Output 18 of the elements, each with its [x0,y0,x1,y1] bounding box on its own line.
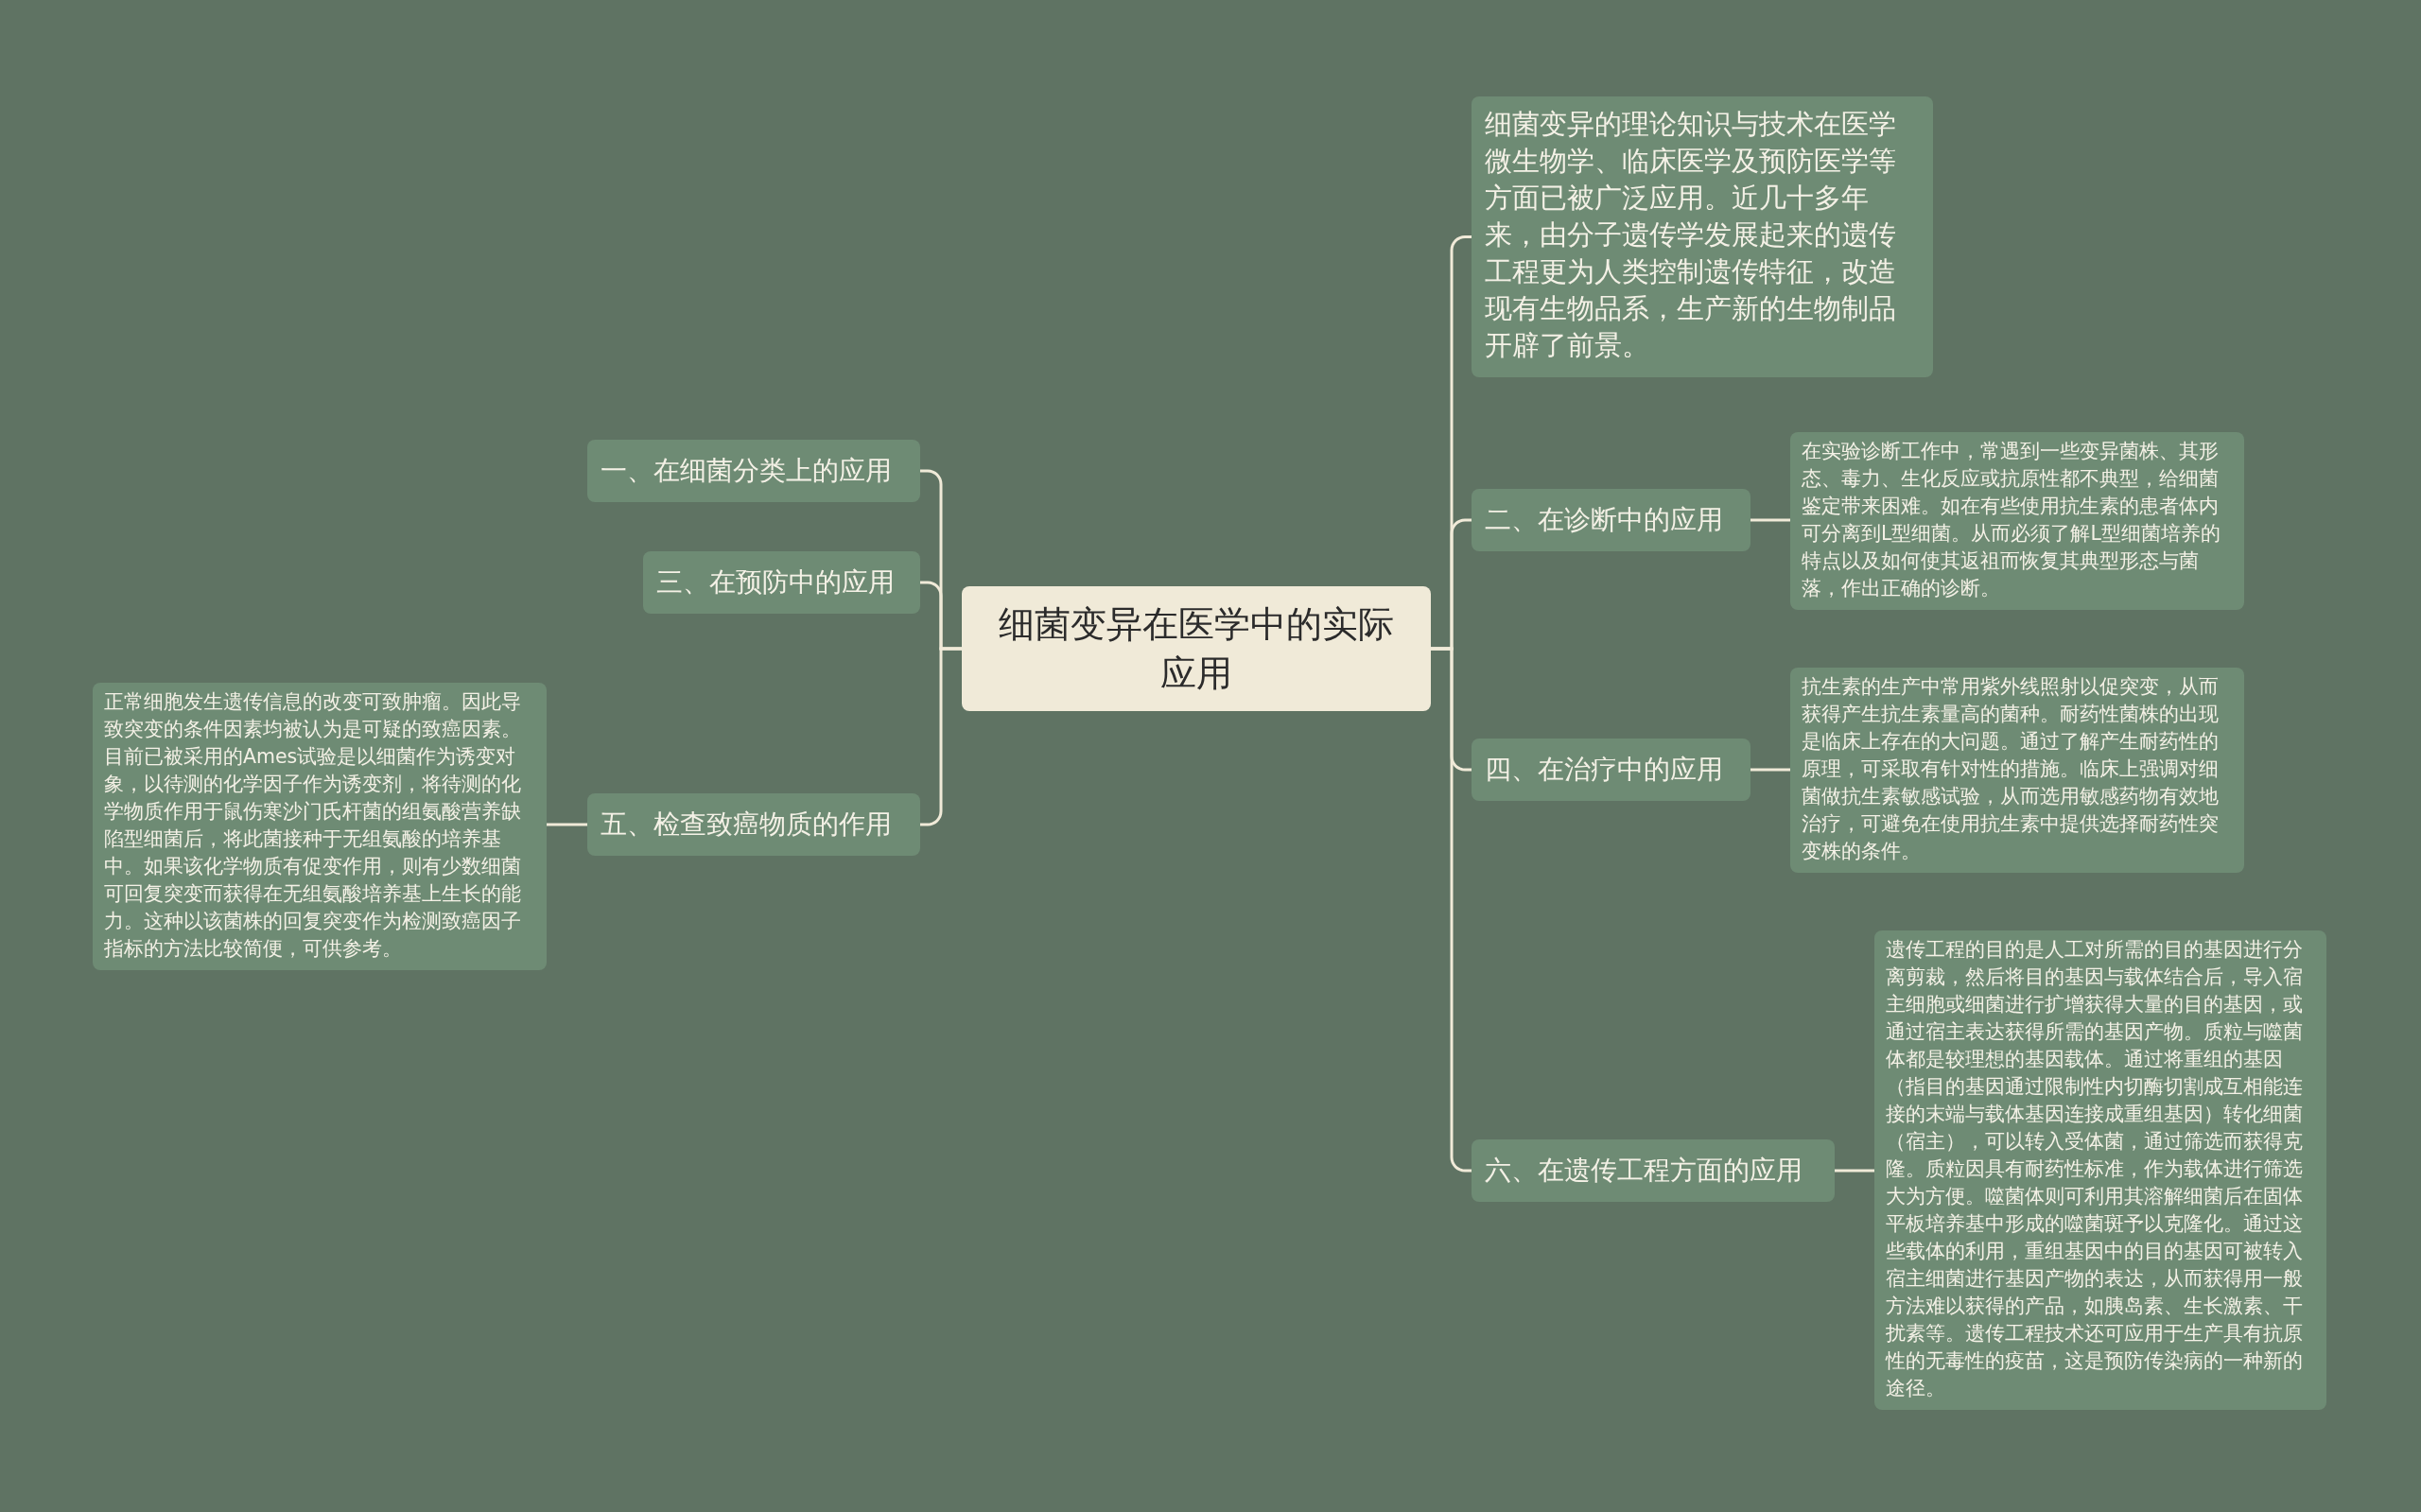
branch-topic: 一、在细菌分类上的应用 [587,440,920,502]
branch-topic: 六、在遗传工程方面的应用 [1472,1139,1835,1202]
branch-topic: 四、在治疗中的应用 [1472,739,1750,801]
note-card: 在实验诊断工作中，常遇到一些变异菌株、其形态、毒力、生化反应或抗原性都不典型，给细菌鉴定带来困难。如在有些使用抗生素的患者体内可分离到L型细菌。从而必须了解L型细菌培养的特点以及如何使其返祖而恢复其典型形态与菌落，作出正确的诊断。 [1790,432,2244,610]
branch-topic: 三、在预防中的应用 [643,551,920,614]
note-card: 正常细胞发生遗传信息的改变可致肿瘤。因此导致突变的条件因素均被认为是可疑的致癌因素。目前已被采用的Ames试验是以细菌作为诱变对象，以待测的化学因子作为诱变剂，将待测的化学物质作用于鼠伤寒沙门氏杆菌的组氨酸营养缺陷型细菌后，将此菌接种于无组氨酸的培养基中。如果该化学物质有促变作用，则有少数细菌可回复突变而获得在无组氨酸培养基上生长的能力。这种以该菌株的回复突变作为检测致癌因子指标的方法比较简便，可供参考。 [93,683,547,970]
connector-line [1750,768,1790,772]
note-card: 遗传工程的目的是人工对所需的目的基因进行分离剪裁，然后将目的基因与载体结合后，导入宿主细胞或细菌进行扩增获得大量的目的基因，或通过宿主表达获得所需的基因产物。质粒与噬菌体都是较理想的基因载体。通过将重组的基因（指目的基因通过限制性内切酶切割成互相能连接的末端与载体基因连接成重组基因）转化细菌（宿主），可以转入受体菌，通过筛选而获得克隆。质粒因具有耐药性标准，作为载体进行筛选大为方便。噬菌体则可利用其溶解细菌后在固体平板培养基中形成的噬菌斑予以克隆化。通过这些载体的利用，重组基因中的目的基因可被转入宿主细菌进行基因产物的表达，从而获得用一般方法难以获得的产品，如胰岛素、生长激素、干扰素等。遗传工程技术还可应用于生产具有抗原性的无毒性的疫苗，这是预防传染病的一种新的途径。 [1874,930,2326,1410]
central-topic: 细菌变异在医学中的实际应用 [962,586,1431,711]
connector-line [1431,647,1472,1173]
note-card: 抗生素的生产中常用紫外线照射以促突变，从而获得产生抗生素量高的菌种。耐药性菌株的出现是临床上存在的大问题。通过了解产生耐药性的原理，可采取有针对性的措施。临床上强调对细菌做抗生素敏感试验，从而选用敏感药物有效地治疗，可避免在使用抗生素中提供选择耐药性突变株的条件。 [1790,667,2244,873]
connector-line [1835,1169,1874,1173]
connector-line [547,823,587,826]
branch-topic: 二、在诊断中的应用 [1472,489,1750,551]
note-card: 细菌变异的理论知识与技术在医学微生物学、临床医学及预防医学等方面已被广泛应用。近几十多年来，由分子遗传学发展起来的遗传工程更为人类控制遗传特征，改造现有生物品系，生产新的生物制品开辟了前景。 [1472,96,1933,377]
branch-topic: 五、检查致癌物质的作用 [587,793,920,856]
connector-line [1750,518,1790,522]
connector-line [920,647,962,826]
